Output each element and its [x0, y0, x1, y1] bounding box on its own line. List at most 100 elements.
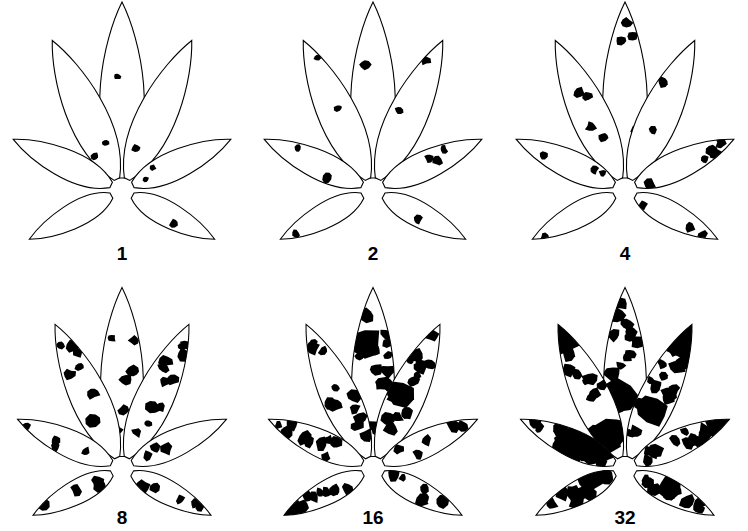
- lesion-spot: [341, 480, 355, 495]
- lesion-spot: [658, 383, 678, 402]
- lobe-outline: [27, 463, 117, 527]
- leaf-lobe: [630, 126, 740, 198]
- lesion-spot: [608, 308, 626, 323]
- leaf-lobe: [376, 463, 467, 529]
- lesion-spot: [642, 177, 657, 194]
- lesion-spot: [129, 426, 142, 438]
- lesion-spot: [695, 228, 709, 244]
- lesion-spot: [380, 366, 395, 379]
- lesion-spot: [128, 335, 139, 346]
- lesion-spot: [114, 74, 121, 79]
- lesion-spot: [657, 370, 670, 383]
- lobe-fill: [289, 316, 385, 465]
- lobe-fill: [126, 463, 216, 527]
- lobe-outline: [127, 184, 221, 250]
- lesion-group: [539, 456, 620, 521]
- lesion-spot: [330, 485, 341, 497]
- lesion-spot: [413, 370, 423, 380]
- lesion-group: [391, 413, 473, 469]
- lesion-spot: [157, 375, 171, 389]
- lesion-spot: [631, 391, 670, 428]
- lesion-spot: [586, 387, 602, 402]
- lesion-spot: [149, 164, 157, 172]
- lesion-spot: [108, 335, 116, 341]
- lesion-spot: [418, 492, 431, 506]
- cassava-leaf: [7, 2, 237, 251]
- lesion-spot: [398, 472, 407, 482]
- lesion-spot: [83, 411, 103, 431]
- lesion-group: [169, 218, 180, 229]
- lesion-spot: [81, 445, 92, 457]
- lobe-outline: [274, 184, 368, 250]
- leaf-lobe: [7, 126, 117, 198]
- lesion-spot: [391, 442, 406, 456]
- lesion-spot: [640, 475, 657, 491]
- lesion-spot: [648, 382, 662, 396]
- lobe-fill: [510, 126, 620, 198]
- lesion-spot: [581, 370, 600, 389]
- cassava-leaf: [258, 2, 488, 251]
- lesion-spot: [189, 496, 202, 510]
- lesion-spot: [378, 376, 419, 412]
- lesion-group: [86, 139, 113, 162]
- lobe-outline: [378, 126, 488, 198]
- lesion-spot: [391, 410, 407, 424]
- lesion-spot: [175, 348, 191, 364]
- leaf-lobe: [258, 126, 368, 198]
- lesion-spot: [318, 485, 331, 499]
- lesion-spot: [383, 351, 392, 359]
- leaf-lobe: [27, 462, 118, 526]
- lobe-fill: [378, 126, 488, 198]
- lesion-spot: [312, 54, 321, 63]
- lesion-group: [268, 454, 364, 531]
- lesion-group: [412, 213, 424, 225]
- lesion-spot: [668, 433, 682, 449]
- lesion-group: [270, 411, 345, 466]
- lobe-outline: [629, 463, 719, 527]
- lesion-group: [568, 83, 613, 147]
- lesion-spot: [142, 398, 163, 417]
- lesion-spot: [647, 124, 658, 135]
- lobe-outline: [378, 407, 484, 476]
- leaf-lobe: [526, 184, 620, 250]
- lobe-outline: [526, 184, 620, 250]
- lesion-spot: [418, 482, 431, 496]
- lesion-spot: [419, 434, 433, 449]
- lesion-spot: [348, 402, 363, 416]
- lesion-spot: [284, 416, 299, 432]
- lesion-tip: [634, 303, 736, 377]
- lesion-spot: [359, 60, 372, 70]
- leaf-lobe: [629, 461, 720, 526]
- lobe-fill: [378, 184, 472, 250]
- lesion-spot: [125, 364, 139, 376]
- leaf-lobe: [11, 407, 117, 477]
- lesion-spot: [73, 362, 85, 373]
- lesion-group: [639, 135, 731, 193]
- lesion-spot: [330, 383, 340, 394]
- severity-score: 8: [117, 508, 128, 529]
- lesion-spot: [85, 386, 100, 400]
- lesion-spot: [412, 213, 424, 225]
- lobe-fill: [530, 463, 620, 527]
- lesion-tip: [514, 303, 613, 371]
- lesion-spot: [625, 326, 637, 339]
- lesion-spot: [293, 143, 302, 153]
- lesion-spot: [148, 480, 162, 494]
- lobe-fill: [629, 463, 719, 527]
- lesion-spot: [273, 420, 284, 432]
- lesion-spot: [423, 327, 440, 343]
- lesion-spot: [628, 32, 638, 41]
- cassava-leaf: [262, 288, 483, 531]
- lesion-spot: [597, 132, 609, 144]
- severity-score: 16: [362, 508, 383, 529]
- lesion-group: [627, 387, 745, 491]
- lesion-spot: [156, 361, 172, 375]
- lobe-fill: [274, 184, 368, 250]
- cassava-leaf: [510, 288, 746, 528]
- lesion-spot: [316, 346, 328, 358]
- lobe-fill: [263, 407, 369, 476]
- lesion-spot: [617, 37, 627, 46]
- lobe-fill: [515, 407, 621, 476]
- lesion-spot: [90, 472, 107, 490]
- lobe-fill: [258, 126, 368, 198]
